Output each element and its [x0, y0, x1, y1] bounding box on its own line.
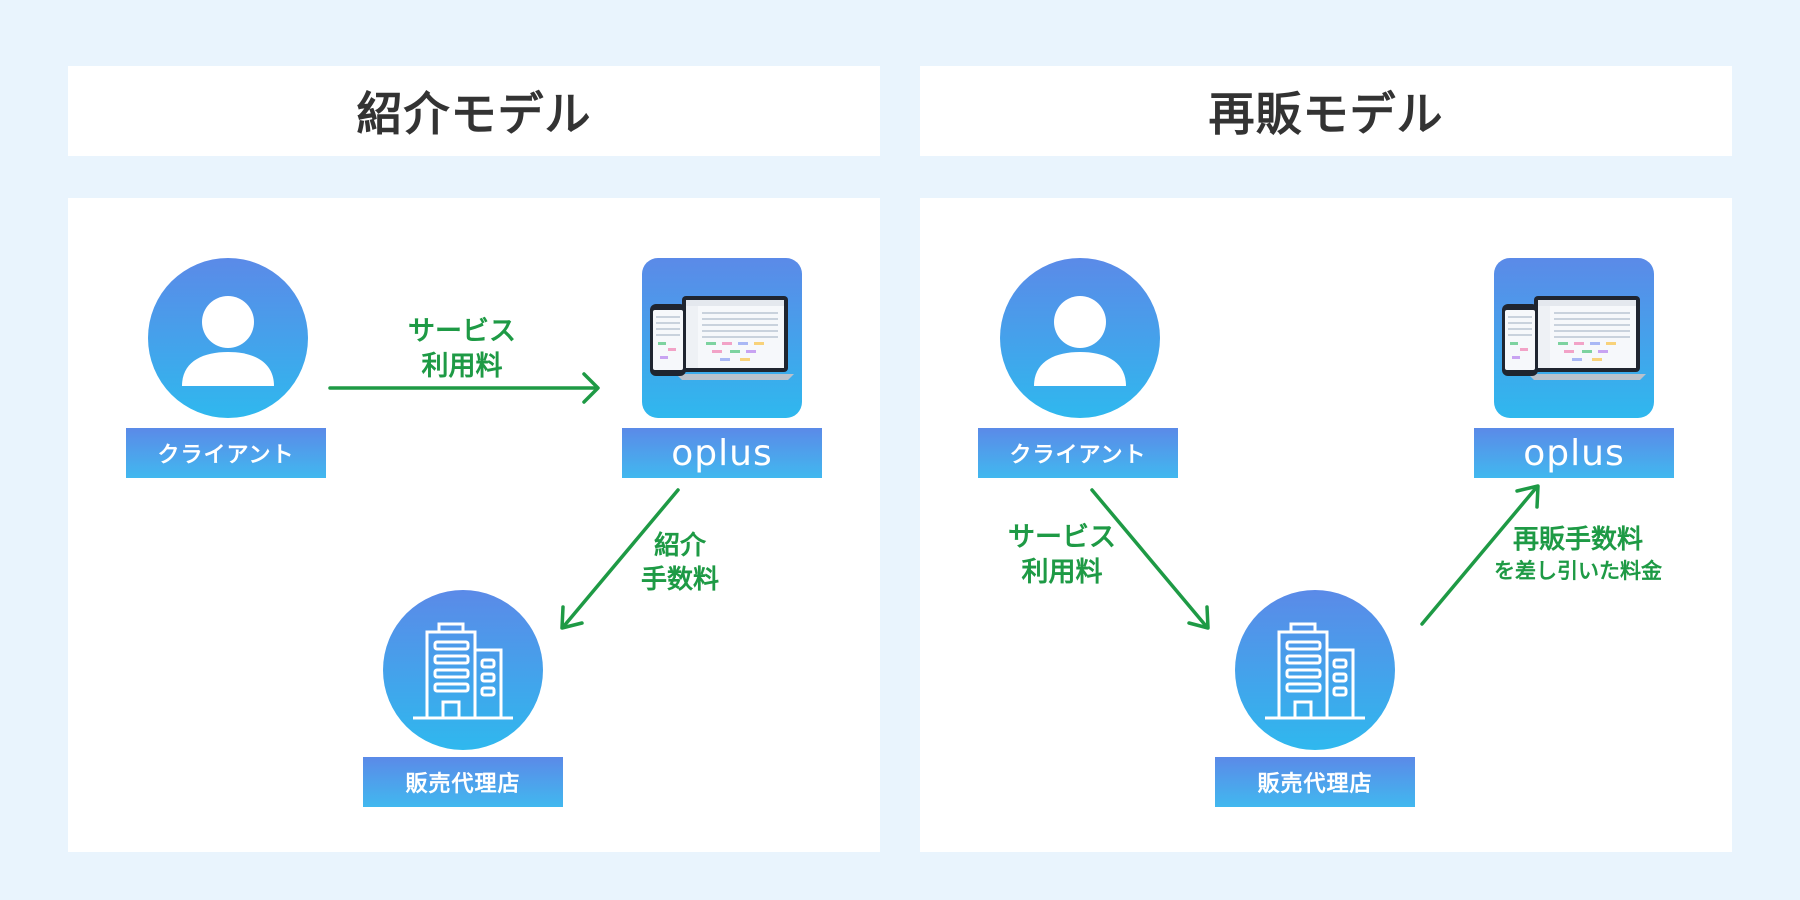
arrow-agency-to-oplus [1420, 484, 1540, 626]
oplus-product-image [642, 258, 802, 418]
resale-fee-line1: 再販手数料 [1512, 525, 1643, 555]
arrow-client-to-oplus [328, 372, 600, 404]
agency-avatar [383, 590, 543, 750]
arrow-oplus-to-agency [560, 488, 680, 630]
agency-avatar [1235, 590, 1395, 750]
referral-commission-line1: 紹介 [653, 531, 706, 561]
resale-service-fee-text: サービス 利用料 [992, 520, 1132, 590]
referral-model-title: 紹介モデル [68, 66, 880, 156]
resale-model-title: 再販モデル [920, 66, 1732, 156]
client-label: クライアント [126, 428, 326, 478]
client-label: クライアント [978, 428, 1178, 478]
arrow-client-to-agency [1090, 488, 1210, 630]
referral-service-fee-line2: 利用料 [421, 351, 503, 383]
resale-service-fee-line1: サービス [1008, 522, 1116, 553]
referral-commission-text: 紹介 手数料 [620, 530, 740, 598]
referral-commission-line2: 手数料 [640, 564, 719, 595]
oplus-product-image [1494, 258, 1654, 418]
client-avatar [148, 258, 308, 418]
agency-label: 販売代理店 [1215, 757, 1415, 807]
oplus-label: oplus [622, 428, 822, 478]
agency-label: 販売代理店 [363, 757, 563, 807]
oplus-label: oplus [1474, 428, 1674, 478]
client-avatar [1000, 258, 1160, 418]
resale-fee-text: 再販手数料 を差し引いた料金 [1478, 524, 1678, 585]
referral-service-fee-text: サービス 利用料 [392, 314, 532, 384]
referral-service-fee-line1: サービス [408, 316, 516, 347]
resale-fee-line2: を差し引いた料金 [1494, 558, 1662, 583]
resale-service-fee-line2: 利用料 [1021, 557, 1103, 589]
